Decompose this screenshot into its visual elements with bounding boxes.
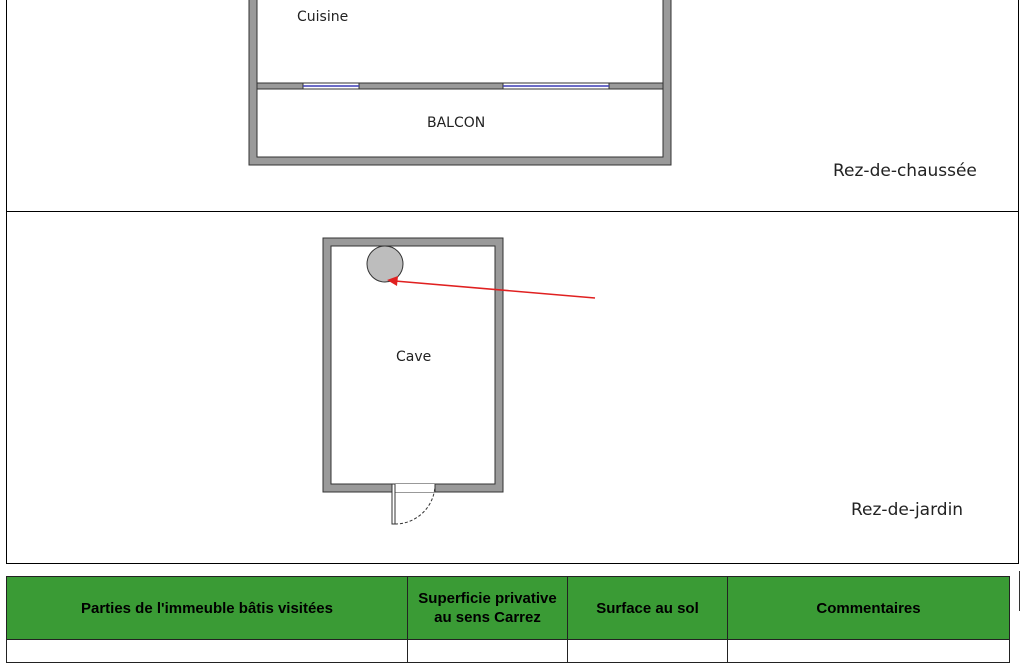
room-label-kitchen: Cuisine [297, 9, 348, 25]
floor-plan-garden: Cave Rez-de-jardin [322, 237, 963, 525]
table-cell [6, 639, 408, 663]
header-parts-visited: Parties de l'immeuble bâtis visitées [6, 576, 408, 640]
page-edge-line [1019, 571, 1020, 611]
table-cell [407, 639, 568, 663]
level-label-garden: Rez-de-jardin [851, 500, 963, 520]
partition-wall [256, 82, 664, 90]
annotation-arrow-head [387, 276, 398, 286]
table-row [6, 639, 1010, 663]
room-label-cellar: Cave [396, 349, 431, 365]
door-opening [393, 484, 435, 492]
floor-plan-ground-panel: Cuisine BALCON Rez-de-chaussée [6, 0, 1019, 212]
header-carrez-area: Superficie privative au sens Carrez [407, 576, 568, 640]
table-cell [567, 639, 728, 663]
floor-plan-ground: Cuisine BALCON Rez-de-chaussée [248, 0, 977, 181]
ground-outer-wall [248, 0, 672, 166]
annotation-arrow-line [394, 280, 596, 299]
equipment-circle [366, 245, 404, 283]
header-comments: Commentaires [727, 576, 1010, 640]
level-label-ground: Rez-de-chaussée [833, 161, 977, 181]
floor-plan-garden-panel: Cave Rez-de-jardin [6, 211, 1019, 564]
table-cell [727, 639, 1010, 663]
door-leaf [391, 483, 396, 525]
door-swing-arc [394, 485, 436, 525]
cellar-wall [322, 237, 504, 493]
table-header-row: Parties de l'immeuble bâtis visitées Sup… [6, 576, 1010, 640]
room-label-balcony: BALCON [427, 115, 485, 131]
header-floor-area: Surface au sol [567, 576, 728, 640]
